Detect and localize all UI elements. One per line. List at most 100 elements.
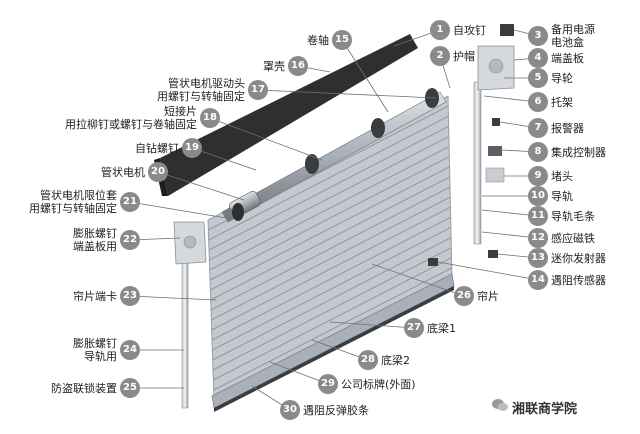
right-end-plate-hole	[488, 58, 504, 74]
part-16-number: 16	[288, 56, 308, 76]
part-3-number: 3	[528, 26, 548, 46]
part-24-number: 24	[120, 340, 140, 360]
slat-line	[212, 226, 452, 351]
part-22-label: 膨胀螺钉端盖板用	[73, 227, 117, 253]
part-23-leader	[129, 295, 217, 301]
slat-line	[212, 237, 452, 361]
roller-axle	[221, 91, 447, 223]
part-14-number: 14	[528, 270, 548, 290]
left-end-plate-hole	[183, 235, 197, 249]
slat-line	[213, 267, 453, 391]
slat-line	[210, 166, 450, 291]
part-22-number: 22	[120, 230, 140, 250]
part-29-number: 29	[318, 374, 338, 394]
alarm-icon	[492, 118, 500, 126]
slat-line	[209, 146, 450, 271]
slat-line	[210, 186, 451, 311]
part-25-number: 25	[120, 378, 140, 398]
motor-end	[232, 203, 244, 221]
part-23-number: 23	[120, 286, 140, 306]
part-27-leader	[329, 321, 415, 329]
part-19-number: 19	[182, 138, 202, 158]
part-18-number: 18	[200, 108, 220, 128]
part-8-label: 集成控制器	[551, 145, 606, 159]
curtain-slats	[208, 105, 453, 391]
part-28-number: 28	[358, 350, 378, 370]
part-7-label: 报警器	[551, 121, 584, 135]
part-12-label: 感应磁铁	[551, 231, 595, 245]
slat-line	[208, 125, 449, 251]
part-20-label: 管状电机	[101, 165, 145, 179]
slat-line	[211, 196, 451, 321]
slat-line	[211, 216, 451, 341]
battery-box-icon	[500, 24, 514, 36]
part-30-number: 30	[280, 400, 300, 420]
part-10-label: 导轨	[551, 189, 573, 203]
part-3-label: 备用电源电池盒	[551, 23, 595, 49]
part-17-label: 管状电机驱动头用螺钉与转轴固定	[157, 77, 245, 103]
part-6-label: 托架	[551, 95, 573, 109]
part-1-label: 自攻钉	[453, 23, 486, 37]
part-2-number: 2	[430, 46, 450, 66]
part-17-leader	[257, 89, 437, 99]
slat-line	[212, 247, 452, 371]
part-11-label: 导轨毛条	[551, 209, 595, 223]
transmitter-icon	[488, 250, 498, 258]
part-4-number: 4	[528, 48, 548, 68]
part-20-number: 20	[148, 162, 168, 182]
end-cap-icon	[485, 167, 505, 183]
part-19-leader	[191, 147, 257, 171]
part-4-label: 端盖板	[551, 51, 584, 65]
part-24-label: 膨胀螺钉导轨用	[73, 337, 117, 363]
part-8-number: 8	[528, 142, 548, 162]
part-23-label: 帘片端卡	[73, 289, 117, 303]
slat-line	[210, 176, 451, 301]
part-12-number: 12	[528, 228, 548, 248]
part-27-label: 底梁1	[427, 321, 456, 335]
part-27-number: 27	[404, 318, 424, 338]
part-13-label: 迷你发射器	[551, 251, 606, 265]
part-10-number: 10	[528, 186, 548, 206]
part-15-label: 卷轴	[307, 33, 329, 47]
controller-icon	[488, 146, 502, 156]
chat-icon	[492, 399, 508, 411]
slat-line	[209, 136, 450, 261]
part-29-label: 公司标牌(外面)	[341, 377, 416, 391]
part-13-number: 13	[528, 248, 548, 268]
left-guide-rail	[181, 247, 189, 409]
part-19-label: 自钻螺钉	[135, 141, 179, 155]
part-26-label: 帘片	[477, 289, 499, 303]
slat-line	[211, 206, 451, 331]
right-guide-rail	[473, 81, 482, 245]
part-28-label: 底梁2	[381, 353, 410, 367]
part-14-label: 遇阻传感器	[551, 273, 606, 287]
part-30-label: 遇阻反弹胶条	[303, 403, 369, 417]
slat-line	[209, 156, 450, 281]
part-18-label: 短接片用拉柳钉或螺钉与卷轴固定	[65, 105, 197, 131]
part-9-label: 堵头	[551, 169, 573, 183]
part-15-number: 15	[332, 30, 352, 50]
part-16-label: 罩壳	[263, 59, 285, 73]
part-26-leader	[371, 263, 465, 297]
part-5-label: 导轮	[551, 71, 573, 85]
part-21-label: 管状电机限位套用螺钉与转轴固定	[29, 189, 117, 215]
part-9-number: 9	[528, 166, 548, 186]
part-26-number: 26	[454, 286, 474, 306]
part-25-label: 防盗联锁装置	[51, 381, 117, 395]
part-20-leader	[157, 171, 245, 201]
bottom-rubber	[214, 286, 454, 412]
part-21-leader	[129, 201, 227, 219]
part-14-leader	[437, 261, 539, 281]
part-5-number: 5	[528, 68, 548, 88]
part-17-number: 17	[248, 80, 268, 100]
part-11-number: 11	[528, 206, 548, 226]
part-7-number: 7	[528, 118, 548, 138]
part-6-number: 6	[528, 92, 548, 112]
sensor-icon	[428, 258, 438, 266]
watermark: 湘联商学院	[512, 402, 578, 417]
part-21-number: 21	[120, 192, 140, 212]
cover-hood	[160, 34, 418, 196]
axle-collar-1	[305, 154, 319, 174]
part-15-leader	[341, 39, 389, 113]
